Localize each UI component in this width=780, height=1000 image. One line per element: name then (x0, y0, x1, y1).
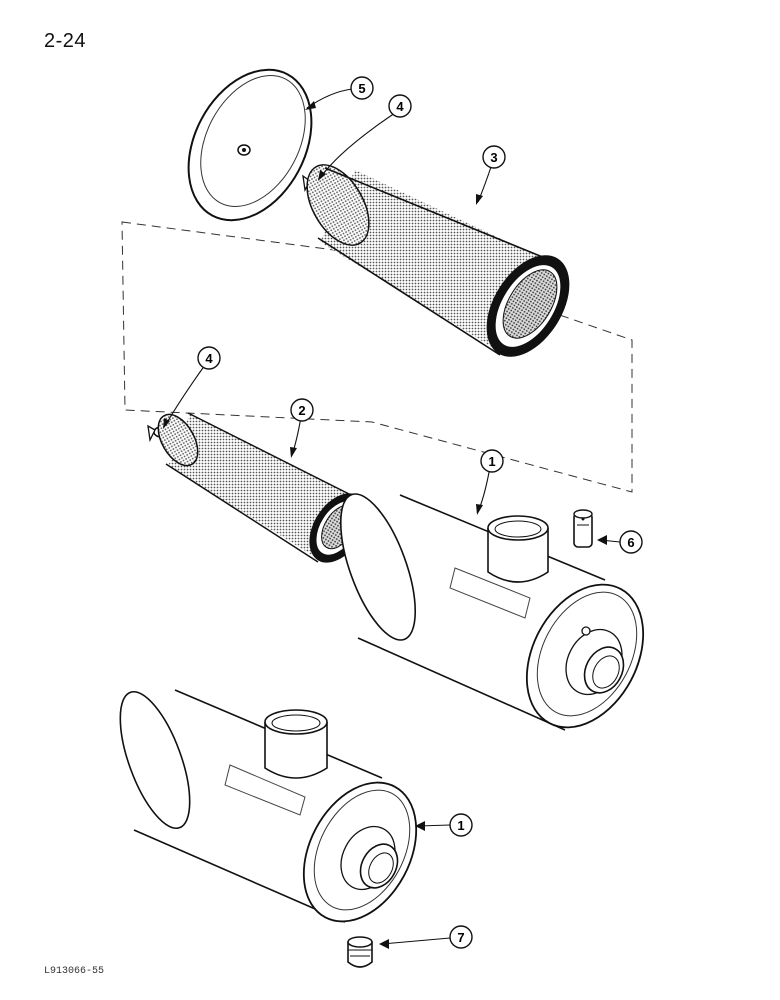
leader-line-7 (381, 937, 451, 945)
svg-text:1: 1 (457, 818, 464, 833)
svg-text:1: 1 (488, 454, 495, 469)
svg-text:4: 4 (396, 99, 404, 114)
page-number: 2-24 (44, 30, 87, 52)
callout-4-upper: 4 (388, 94, 412, 118)
leader-arrowheads (163, 101, 607, 949)
svg-text:7: 7 (457, 930, 464, 945)
callout-1-lower: 1 (449, 813, 473, 837)
callout-5: 5 (350, 76, 374, 100)
callout-6: 6 (619, 530, 643, 554)
figure-code: L913066-55 (44, 966, 105, 977)
vacuator-valve-part (347, 936, 373, 968)
callout-2: 2 (290, 398, 314, 422)
svg-text:5: 5 (358, 81, 365, 96)
callout-4-lower: 4 (197, 346, 221, 370)
housing-upper-part (339, 493, 645, 731)
callout-3: 3 (482, 145, 506, 169)
svg-text:6: 6 (627, 535, 634, 550)
callout-1-upper: 1 (480, 449, 504, 473)
leader-line-4-lower (164, 364, 206, 427)
inner-filter-part (157, 412, 367, 563)
restriction-indicator-part (573, 509, 593, 548)
housing-lower-part (119, 689, 418, 923)
svg-text:3: 3 (490, 150, 497, 165)
svg-text:4: 4 (205, 351, 213, 366)
outer-filter-part (306, 164, 570, 357)
callout-7: 7 (449, 925, 473, 949)
leader-line-4-upper (319, 112, 396, 179)
svg-text:2: 2 (298, 403, 305, 418)
cover-part (187, 68, 313, 222)
